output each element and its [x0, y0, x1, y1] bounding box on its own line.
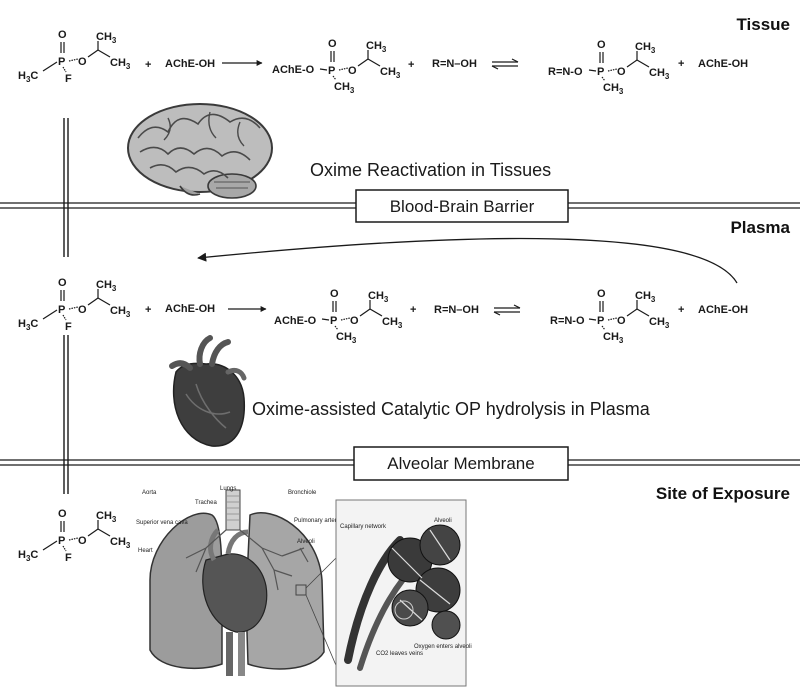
- equilibrium-arrow: [491, 58, 519, 70]
- label-co2: CO2 leaves veins: [376, 651, 423, 657]
- ache-o-label: AChE-O: [274, 315, 317, 327]
- sarin-molecule: [17, 507, 132, 565]
- blood-brain-barrier: Blood-Brain Barrier: [0, 189, 800, 223]
- label-trachea: Trachea: [195, 500, 217, 506]
- ache-oh-label: AChE-OH: [698, 304, 748, 316]
- sarin-molecule: [17, 276, 132, 334]
- label-capillary-network: Capillary network: [340, 524, 387, 530]
- oxime-label: R=N–OH: [434, 304, 479, 316]
- label-svc: Superior vena cava: [136, 520, 188, 526]
- plus-sign: +: [408, 59, 414, 71]
- label-oxygen: Oxygen enters alveoli: [414, 644, 472, 650]
- ache-oh-label: AChE-OH: [698, 58, 748, 70]
- oxime-o-label: R=N-O: [548, 66, 583, 78]
- phosphylated-oxime: [588, 38, 671, 97]
- section-title-tissue: Tissue: [736, 15, 790, 34]
- lungs-illustration: Aorta Lungs Trachea Bronchiole Superior …: [136, 486, 344, 676]
- ache-o-label: AChE-O: [272, 64, 315, 76]
- label-aorta: Aorta: [142, 490, 157, 496]
- alveoli-inset: Capillary network Alveoli CO2 leaves vei…: [335, 499, 472, 687]
- tissue-reaction: + AChE-OH AChE-O + R=N–OH R=N-O + AChE-O…: [17, 28, 748, 97]
- section-title-site: Site of Exposure: [656, 484, 790, 503]
- label-heart: Heart: [138, 548, 153, 554]
- equilibrium-arrow: [493, 304, 521, 316]
- plasma-caption: Oxime-assisted Catalytic OP hydrolysis i…: [252, 399, 651, 419]
- tissue-caption: Oxime Reactivation in Tissues: [310, 160, 551, 180]
- sarin-molecule: [17, 28, 132, 86]
- transport-line-lower: [63, 335, 69, 494]
- plus-sign: +: [410, 304, 416, 316]
- brain-illustration: [127, 103, 273, 199]
- oxime-o-label: R=N-O: [550, 315, 585, 327]
- label-alveoli-inset: Alveoli: [434, 518, 452, 524]
- ache-oh-label: AChE-OH: [165, 58, 215, 70]
- label-bronchiole: Bronchiole: [288, 490, 317, 496]
- plus-sign: +: [145, 59, 151, 71]
- heart-illustration: [169, 335, 247, 447]
- label-pulmonary-arteries: Pulmonary arteries: [294, 518, 344, 524]
- plus-sign: +: [678, 58, 684, 70]
- label-lungs: Lungs: [220, 486, 236, 492]
- plus-sign: +: [145, 304, 151, 316]
- alveolar-label: Alveolar Membrane: [387, 454, 534, 473]
- oxime-label: R=N–OH: [432, 58, 477, 70]
- phosphylated-enzyme: [321, 287, 404, 346]
- transport-line-upper: [63, 118, 69, 257]
- plasma-reaction: + AChE-OH AChE-O + R=N–OH R=N-O + AChE-O…: [17, 276, 748, 346]
- ache-oh-label: AChE-OH: [165, 303, 215, 315]
- bbb-label: Blood-Brain Barrier: [390, 197, 535, 216]
- alveolar-membrane: Alveolar Membrane: [0, 446, 800, 481]
- label-alveoli: Alveoli: [297, 539, 315, 545]
- plus-sign: +: [678, 304, 684, 316]
- phosphylated-oxime: [588, 287, 671, 346]
- phosphylated-enzyme: [319, 37, 402, 96]
- section-title-plasma: Plasma: [730, 218, 790, 237]
- recycle-arrow: [197, 237, 738, 284]
